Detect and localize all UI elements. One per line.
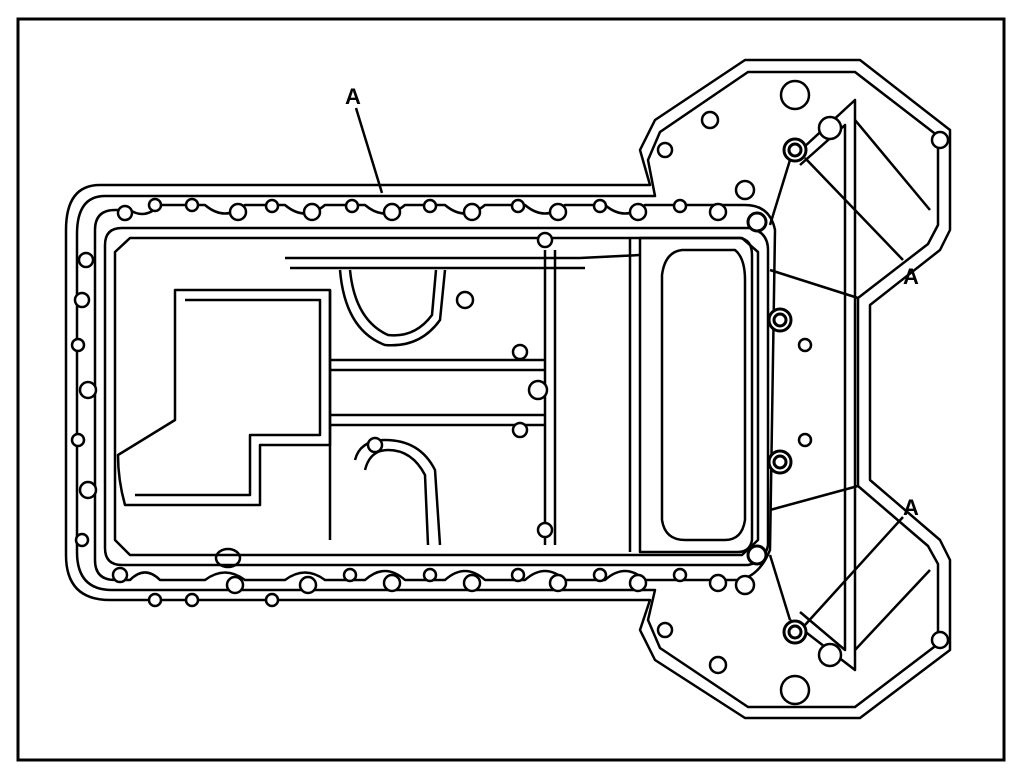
leader-line-top xyxy=(354,107,384,194)
leader-line-right-lower xyxy=(804,516,904,626)
marked-bolts xyxy=(746,137,808,645)
bracket-holes xyxy=(656,79,950,706)
oil-pan-outline xyxy=(64,58,952,720)
leader-lines xyxy=(354,107,904,626)
callout-label-right-lower: A xyxy=(903,495,919,520)
callout-label-right-upper: A xyxy=(903,264,919,289)
figure-border xyxy=(16,17,1006,762)
flange-bolt-holes xyxy=(70,197,728,608)
leader-line-right-upper xyxy=(804,157,904,261)
callout-label-top: A xyxy=(345,84,361,109)
